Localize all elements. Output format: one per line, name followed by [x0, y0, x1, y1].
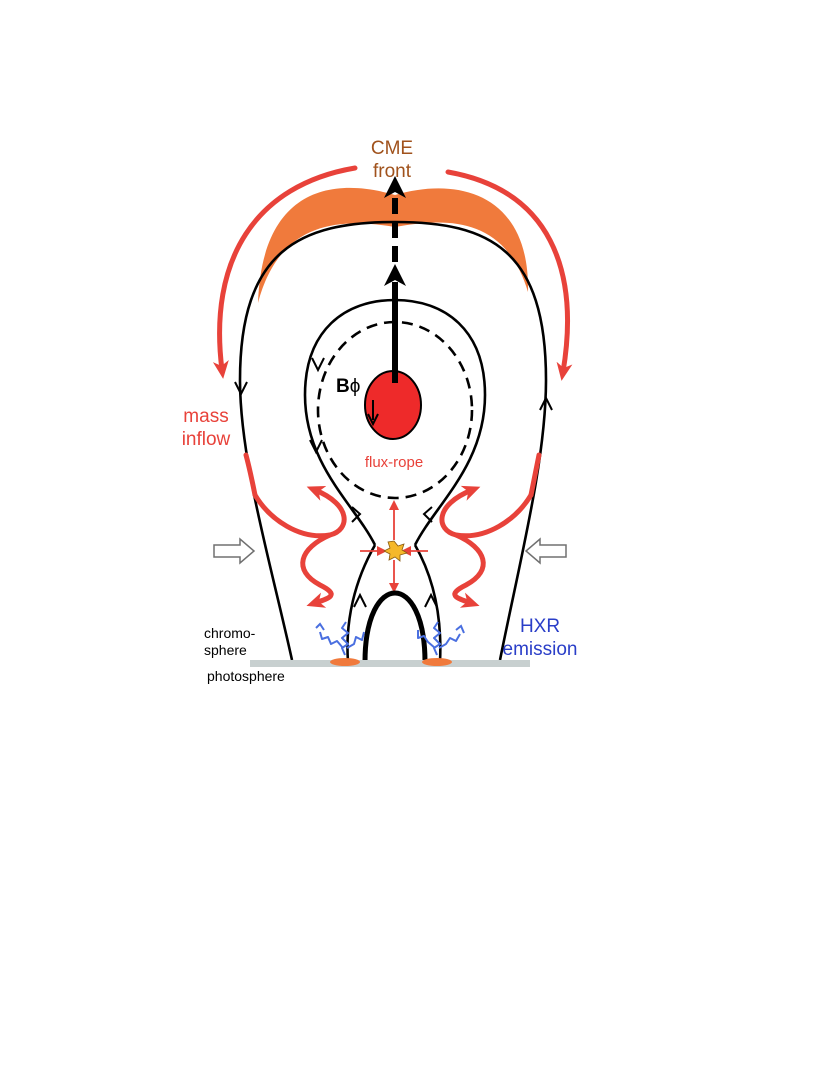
hxr-wave-left-arrow — [315, 622, 325, 631]
hxr-wave-right-2 — [417, 630, 436, 649]
hxr-wave-right-arrow — [455, 624, 465, 634]
cme-front-shell — [258, 187, 529, 303]
cme-label-line1: CME — [371, 138, 413, 159]
outer-inflow-right-segment — [528, 452, 542, 498]
hollow-arrow-right — [524, 537, 567, 565]
field-direction-chevron — [351, 506, 362, 523]
reconnection-spark — [383, 540, 408, 562]
post-flare-loop — [362, 590, 428, 663]
mass-inflow-arrow-top-left — [212, 165, 358, 379]
flux-rope-label: flux-rope — [365, 454, 423, 471]
b-phi-label-phi: ϕ — [350, 376, 361, 397]
mass-inflow-arrow-top-right — [445, 169, 573, 381]
field-direction-chevron — [234, 381, 248, 397]
photosphere-label: photosphere — [207, 668, 285, 684]
inflow-branch-right-upper — [439, 485, 534, 539]
hxr-label-line1: HXR — [520, 616, 560, 637]
field-direction-chevron — [539, 395, 553, 411]
field-direction-chevron — [422, 506, 433, 523]
eruption-arrow-head — [384, 264, 406, 286]
field-direction-chevron — [311, 357, 325, 373]
field-direction-chevron — [309, 439, 323, 455]
hxr-wave-left-3 — [346, 631, 365, 649]
field-direction-chevron — [353, 592, 367, 608]
inflow-branch-left-lower — [300, 532, 334, 608]
b-phi-label: Bϕ — [336, 376, 360, 397]
hxr-label-line2: emission — [503, 639, 578, 660]
b-phi-label-b: B — [336, 376, 350, 397]
hxr-wave-right-3 — [438, 633, 461, 649]
footpoint-left — [330, 658, 360, 666]
inflow-branch-right-lower — [452, 532, 486, 608]
footpoint-right — [422, 658, 452, 666]
photosphere-line — [250, 660, 530, 667]
mass-inflow-label-line1: mass — [183, 406, 228, 427]
hollow-arrow-left — [213, 537, 256, 565]
chromosphere-label-line1: chromo- — [204, 625, 256, 641]
field-direction-chevron — [424, 592, 438, 608]
outer-inflow-left-segment — [243, 452, 258, 498]
mass-inflow-label-line2: inflow — [182, 429, 231, 450]
chromosphere-label-line2: sphere — [204, 642, 247, 658]
cme-label-line2: front — [373, 161, 412, 182]
b-phi-arrow-head — [367, 413, 379, 427]
eruption-arrow-head-top — [384, 176, 406, 198]
inflow-branch-left-upper — [252, 485, 347, 539]
hxr-wave-left-2 — [319, 631, 344, 649]
